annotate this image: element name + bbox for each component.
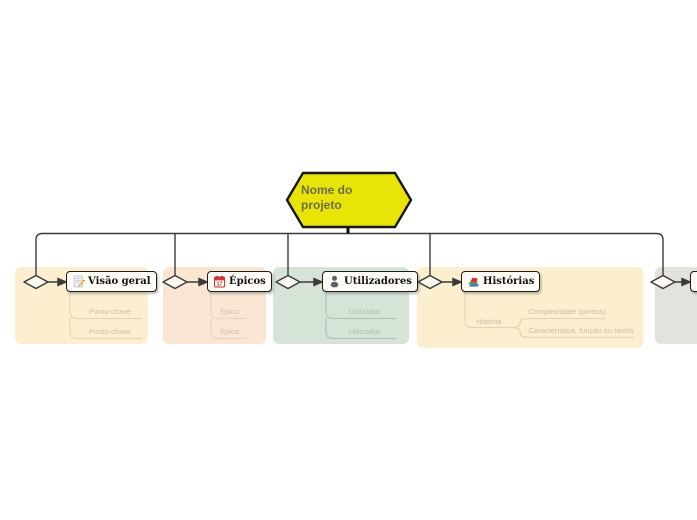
books-icon [467,275,480,288]
branch-arrows [48,277,692,287]
notepad-pencil-icon [72,275,85,288]
calendar-icon: 17 [213,275,226,288]
subbranch-lines-epicos [210,292,246,340]
subtopic-epico-2[interactable]: Épico [220,327,239,336]
subtopic-historia[interactable]: História [476,316,502,326]
subbranch-lines-historias [464,292,634,339]
collapse-diamond[interactable] [417,274,443,290]
subtopic-ponto-chave-2[interactable]: Ponto-chave [88,327,132,336]
subtopic-epico-1[interactable]: Épico [220,307,239,316]
collapse-diamond[interactable] [650,274,676,290]
root-topic-hexagon[interactable] [285,171,413,229]
subtopic-complexidade[interactable]: Complexidade (pontos) [528,307,606,316]
topic-label: Visão geral [88,276,151,287]
tree-connectors [35,232,664,277]
topic-utilizadores[interactable]: Utilizadores [322,271,418,292]
topic-label: Utilizadores [344,276,412,287]
subtopic-utilizador-2[interactable]: Utilizador [348,327,381,336]
topic-historias[interactable]: Histórias [461,271,541,292]
calendar-day-number: 17 [217,282,223,288]
collapse-diamond[interactable] [23,274,49,290]
root-topic-label[interactable]: Nome do projeto [301,183,353,212]
person-icon [328,275,341,288]
subtopic-utilizador-1[interactable]: Utilizador [348,307,381,316]
subbranch-lines-utilizadores [325,292,396,340]
subtopic-caracteristica[interactable]: Característica, função ou tarefa [528,326,634,335]
subbranch-lines-visao-geral [69,292,142,340]
subtopic-ponto-chave-1[interactable]: Ponto-chave [88,307,132,316]
topic-epicos[interactable]: 17 Épicos [207,271,272,292]
topic-label: Épicos [229,276,266,287]
topic-label: Histórias [483,276,535,287]
collapse-diamond[interactable] [275,274,301,290]
topic-right-clipped[interactable] [690,271,697,292]
collapse-diamond[interactable] [162,274,188,290]
topic-visao-geral[interactable]: Visão geral [66,271,157,292]
